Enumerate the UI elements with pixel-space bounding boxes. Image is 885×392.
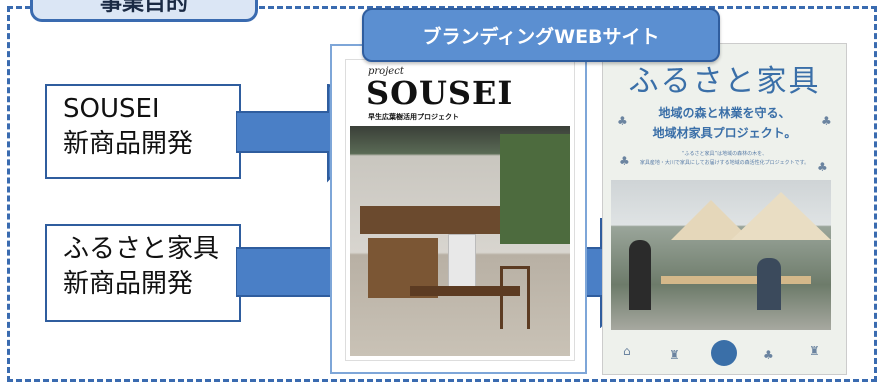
section-frame: 事業目的: [7, 0, 877, 382]
furusato-exhibition-photo: [611, 180, 831, 330]
sousei-title: SOUSEI: [366, 74, 514, 112]
photo-cabinet: [360, 206, 500, 234]
furusato-site-preview: ふるさと家具 地域の森と林業を守る、 地域材家具プロジェクト。 “ふるさと家具”…: [603, 44, 846, 374]
chair-icon: ♜: [809, 344, 820, 358]
product-desc: 新商品開発: [63, 129, 194, 159]
photo-table: [661, 276, 811, 284]
sousei-project-label: project: [368, 66, 404, 77]
product-name: SOUSEI: [63, 94, 160, 124]
chair-icon: ♜: [669, 348, 680, 362]
tree-icon: ♣: [619, 154, 630, 168]
section-title-tab: 事業目的: [30, 0, 258, 22]
photo-person: [629, 240, 651, 310]
sousei-page: project SOUSEI 早生広葉樹活用プロジェクト: [346, 60, 574, 360]
product-box-sousei: SOUSEI 新商品開発: [45, 84, 241, 179]
photo-window: [500, 134, 570, 244]
furusato-subtitle-2: 地域材家具プロジェクト。: [652, 126, 797, 140]
furusato-title: ふるさと家具: [628, 64, 821, 99]
tree-icon: ♣: [817, 160, 828, 174]
photo-person: [757, 258, 781, 310]
photo-fridge: [448, 234, 476, 296]
sousei-subtitle: 早生広葉樹活用プロジェクト: [368, 113, 459, 121]
website-label: ブランディングWEBサイト: [362, 8, 720, 62]
product-name: ふるさと家具: [63, 234, 220, 264]
furusato-subtitle-1: 地域の森と林業を守る、: [658, 106, 791, 120]
tree-icon: ♣: [763, 348, 774, 362]
sofa-icon: ⌂: [623, 344, 631, 358]
tree-icon: ♣: [617, 114, 628, 128]
product-box-furusato: ふるさと家具 新商品開発: [45, 224, 241, 322]
section-title: 事業目的: [99, 0, 188, 16]
photo-tent: [731, 192, 831, 240]
furusato-logo-icon: [711, 340, 737, 366]
furusato-description: “ふるさと家具”は地域の森林の木を、 家具産地・大川で家具にしてお届けする地域の…: [639, 151, 810, 166]
photo-table: [410, 286, 520, 296]
photo-chair: [500, 266, 530, 329]
sousei-kitchen-photo: [350, 126, 570, 356]
tree-icon: ♣: [821, 114, 832, 128]
sousei-site-preview: project SOUSEI 早生広葉樹活用プロジェクト: [330, 44, 587, 374]
product-desc: 新商品開発: [63, 269, 194, 299]
